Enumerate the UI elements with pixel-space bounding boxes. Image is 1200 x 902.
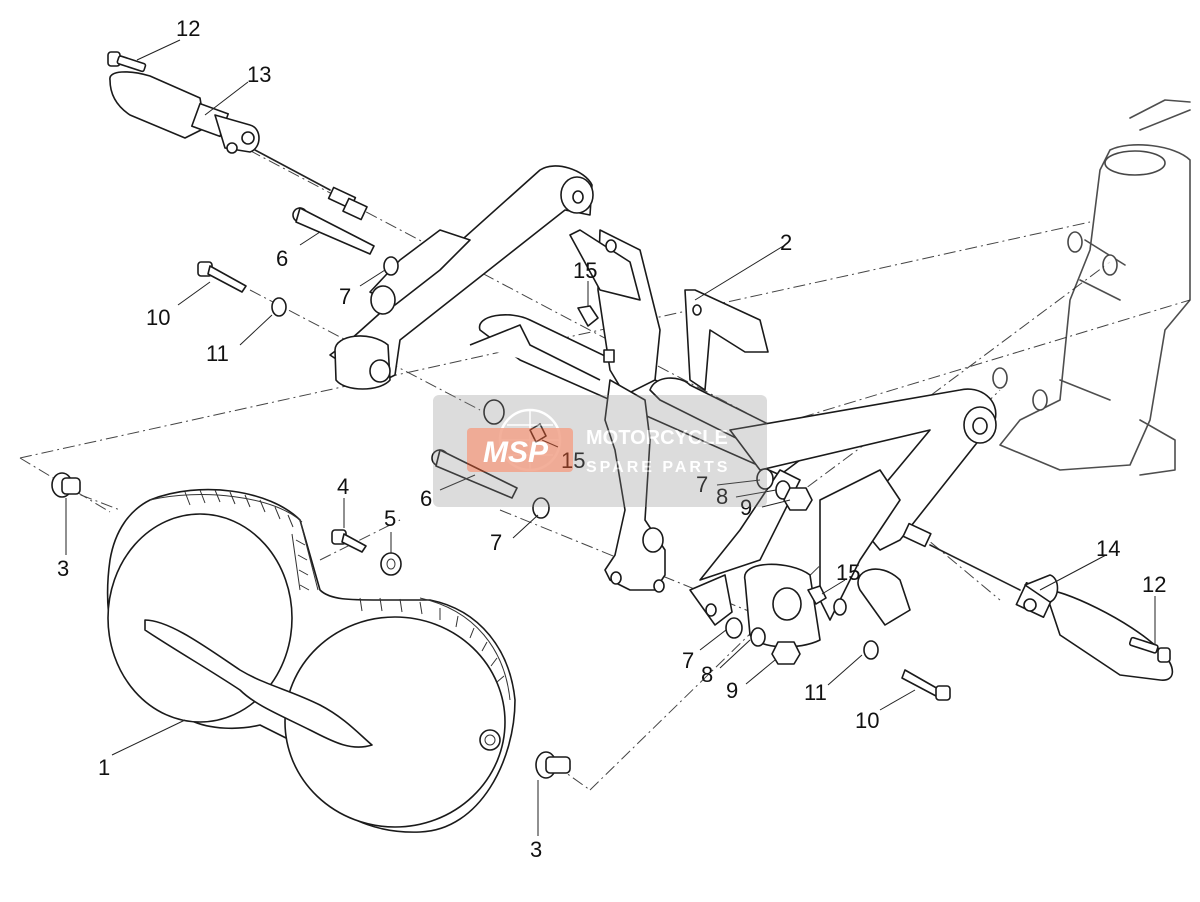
callout-13: 13	[247, 62, 271, 87]
callout-6-lower: 6	[420, 486, 432, 511]
callout-5: 5	[384, 506, 396, 531]
screw-4	[331, 529, 367, 553]
washer-7-b	[483, 399, 505, 425]
callout-15-lower: 15	[836, 560, 860, 585]
pin-6-upper	[292, 207, 375, 255]
frame-section	[992, 99, 1191, 476]
callout-3-bottom: 3	[530, 837, 542, 862]
washer-7-c	[532, 497, 550, 519]
callout-6-upper: 6	[276, 246, 288, 271]
washer-7-e	[756, 468, 774, 490]
watermark-logo-box	[467, 428, 573, 472]
washer-7-d	[725, 617, 743, 639]
callout-4: 4	[337, 474, 349, 499]
callout-8-upper: 8	[716, 484, 728, 509]
hardware-parts	[51, 51, 1171, 779]
bolt-10-right	[901, 669, 951, 701]
headlight-rim-grille	[184, 489, 505, 683]
watermark-line1: MOTORCYCLE	[586, 427, 728, 449]
grommet-3-bottom	[535, 751, 571, 779]
washer-8-b	[750, 627, 766, 647]
leader-lines	[65, 39, 1156, 836]
nut-9-a	[783, 487, 813, 511]
callout-2: 2	[780, 230, 792, 255]
callout-11-left: 11	[206, 341, 229, 366]
callout-10-right: 10	[855, 708, 879, 733]
callout-10-left: 10	[146, 305, 170, 330]
clip-15-c	[807, 585, 827, 605]
bolt-10-left	[197, 261, 247, 293]
callout-12-top: 12	[176, 16, 200, 41]
callout-7-lower-middle: 7	[490, 530, 502, 555]
callout-labels: 12 13 2 6 15 7 10 11 15 7 4 6 8 9 5 7 14…	[57, 16, 1166, 862]
watermark-logo: MSP	[483, 436, 549, 469]
callout-12-right: 12	[1142, 572, 1166, 597]
washer-11-left	[271, 297, 287, 317]
indicator-right	[902, 522, 1174, 681]
indicator-left	[109, 71, 368, 221]
clip-15-a	[577, 305, 599, 327]
callout-15-upper: 15	[573, 258, 597, 283]
washer-5	[380, 552, 402, 576]
callout-7-lower: 7	[682, 648, 694, 673]
callout-9-lower: 9	[726, 678, 738, 703]
callout-3-left: 3	[57, 556, 69, 581]
callout-14: 14	[1096, 536, 1120, 561]
washer-11-right	[863, 640, 879, 660]
watermark: MSP MOTORCYCLE SPARE PARTS	[433, 395, 767, 507]
callout-1: 1	[98, 755, 110, 780]
clip-15-b	[529, 423, 547, 443]
watermark-panel	[433, 395, 767, 507]
screw-12-top	[107, 51, 147, 73]
washer-7-a	[383, 256, 399, 276]
headlight-unit	[106, 488, 516, 833]
callout-7-upper: 7	[339, 284, 351, 309]
grommet-3-left	[51, 472, 81, 498]
nut-9-b	[771, 641, 801, 665]
pin-6-lower	[431, 449, 518, 499]
callout-8-lower: 8	[701, 662, 713, 687]
callout-11-right: 11	[804, 680, 827, 705]
screw-12-right	[1128, 636, 1171, 663]
callout-9-upper: 9	[740, 495, 752, 520]
headlight-bracket	[329, 165, 997, 648]
callout-15-middle: 15	[561, 448, 585, 473]
watermark-line2: SPARE PARTS	[586, 459, 730, 476]
callout-7-right-upper: 7	[696, 472, 708, 497]
